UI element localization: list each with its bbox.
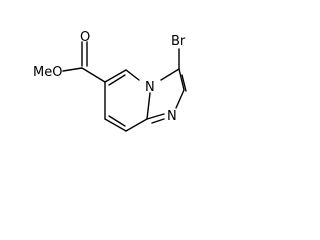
bond-c3-c2	[178, 68, 185, 91]
bond-carbonyl-methoxy	[62, 67, 83, 72]
bond-c6-c5-inner	[108, 74, 126, 86]
bond-n4-c3	[160, 68, 180, 81]
bond-c3-c2-inner	[181, 74, 187, 92]
bond-c8-c7	[104, 118, 127, 132]
bond-c6-c5	[104, 69, 127, 83]
atom-label-carbonyl-oxygen: O	[80, 30, 90, 45]
bond-layer	[62, 41, 187, 132]
bond-c2-n1	[175, 89, 185, 109]
bond-n1-c8a	[146, 113, 165, 120]
chemical-structure-diagram: MeO O Br N N	[33, 30, 187, 132]
bond-c8-c7-inner	[108, 115, 126, 127]
atom-label-methoxy: MeO	[33, 65, 62, 80]
bond-carbonyl-ring	[81, 67, 106, 83]
atom-label-bromine: Br	[171, 34, 186, 49]
atom-label-layer: MeO O Br N N	[33, 30, 186, 124]
atom-label-bridgehead-nitrogen: N	[145, 80, 155, 95]
bond-c5-n4	[125, 69, 140, 81]
atom-label-imidazole-nitrogen: N	[167, 109, 177, 124]
bond-c8a-c8	[125, 118, 148, 132]
bond-n4-c8a	[146, 92, 151, 120]
bond-n1-c8a-inner	[151, 118, 165, 124]
